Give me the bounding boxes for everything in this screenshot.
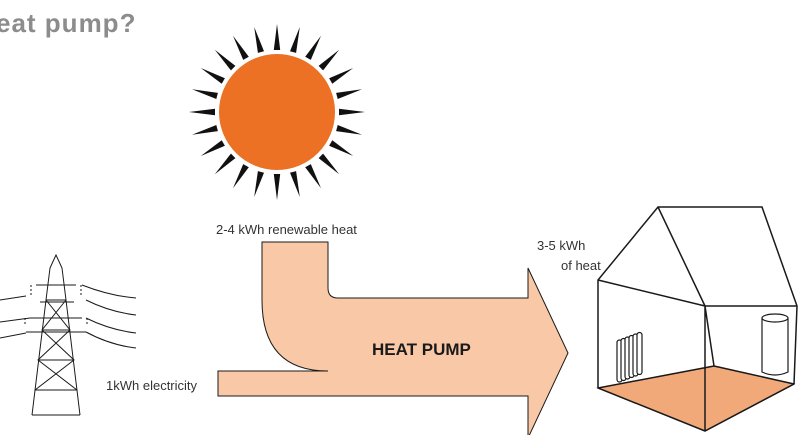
sun-ray <box>200 140 225 156</box>
house-icon <box>596 206 798 432</box>
power-pylon-icon <box>0 253 137 416</box>
sun-ray <box>290 171 300 197</box>
sun-ray <box>233 35 249 60</box>
electricity-label: 1kWh electricity <box>106 378 198 393</box>
sun-ray <box>336 125 362 135</box>
sun-ray <box>189 108 215 116</box>
sun-ray <box>329 68 354 84</box>
heat-pump-label: HEAT PUMP <box>372 340 471 359</box>
sun-ray <box>336 89 362 99</box>
sun-ray <box>273 174 281 200</box>
sun-ray <box>200 68 225 84</box>
sun-ray <box>192 125 218 135</box>
house-outline <box>597 206 798 432</box>
heat-pump-arrow <box>217 241 569 439</box>
sun-ray <box>214 49 236 71</box>
radiator-fin <box>636 331 643 376</box>
sun-ray <box>305 164 321 189</box>
output-heat-label-line2: of heat <box>561 258 601 273</box>
sun-ray <box>214 153 236 175</box>
sun-ray <box>233 164 249 189</box>
sun-ray <box>329 140 354 156</box>
sun-ray <box>192 89 218 99</box>
output-heat-label-line1: 3-5 kWh <box>537 238 586 253</box>
sun-ray <box>339 108 365 116</box>
sun-ray <box>318 49 340 71</box>
sun-disc <box>219 54 335 170</box>
sun-icon <box>189 24 365 200</box>
page-title: eat pump? <box>0 8 137 38</box>
radiator-icon <box>616 331 643 383</box>
renewable-heat-label: 2-4 kWh renewable heat <box>216 222 357 237</box>
hot-water-cylinder-icon <box>761 313 789 376</box>
sun-ray <box>290 27 300 53</box>
sun-ray <box>273 24 281 50</box>
sun-ray <box>254 171 264 197</box>
sun-ray <box>305 35 321 60</box>
sun-rays <box>189 24 365 200</box>
sun-ray <box>254 27 264 53</box>
sun-ray <box>318 153 340 175</box>
